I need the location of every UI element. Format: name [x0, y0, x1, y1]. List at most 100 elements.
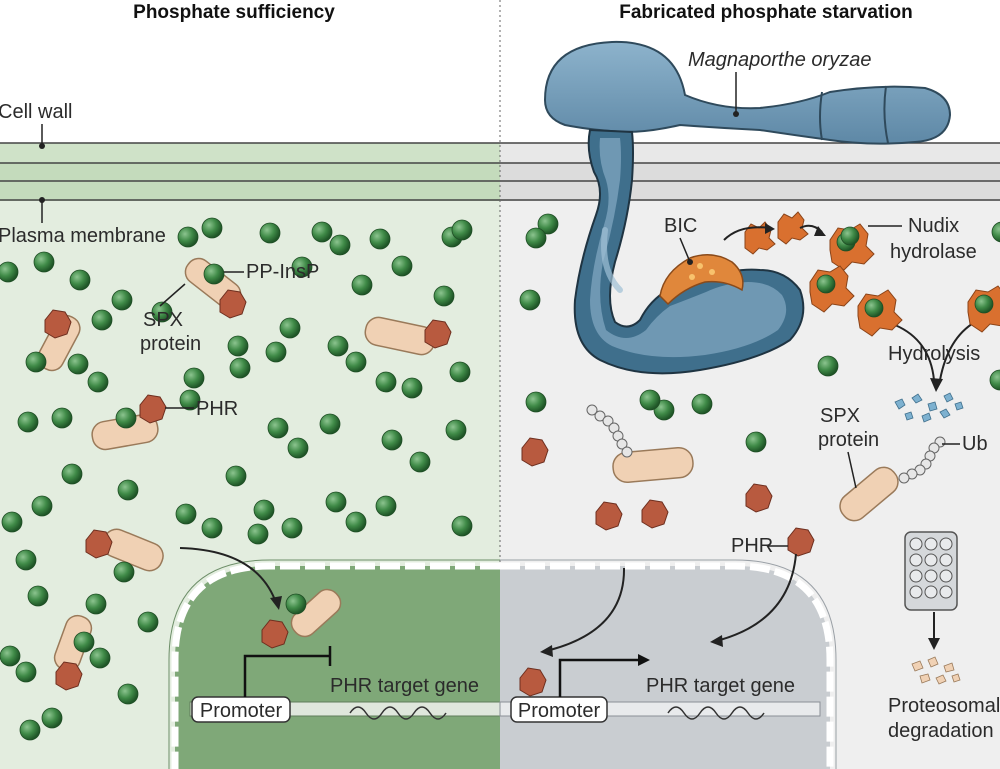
pp-insp-ball — [525, 391, 547, 413]
pp-insp-ball — [201, 217, 223, 239]
pp-insp-ball — [989, 369, 1000, 391]
pp-insp-ball — [17, 411, 39, 433]
left-nuclear-envelope — [171, 562, 500, 769]
bic-label: BIC — [664, 215, 697, 237]
pp-insp-ball — [381, 429, 403, 451]
pp-insp-ball — [87, 371, 109, 393]
ubiquitin-chain — [586, 404, 946, 484]
fungus-pointer-dot — [733, 111, 739, 117]
pp-insp-ball — [817, 355, 839, 377]
bic-structure — [659, 254, 744, 306]
pp-insp-ball — [27, 585, 49, 607]
cell-wall-label: Cell wall — [0, 101, 72, 123]
pp-insp-ball — [345, 351, 367, 373]
right-import-arrow-2 — [719, 553, 797, 641]
right-import-arrowhead-2 — [710, 635, 723, 647]
proteasomal-label-line2: degradation — [888, 720, 994, 742]
pp-insp-ball — [253, 499, 275, 521]
bic-dot — [709, 269, 715, 275]
pp-insp-ball — [67, 353, 89, 375]
left-panel-title: Phosphate sufficiency — [133, 2, 335, 23]
pp-insp-ball — [369, 228, 391, 250]
pp-insp-ball — [281, 517, 303, 539]
pp-insp-ball — [285, 593, 307, 615]
phr-right-label: PHR — [731, 535, 773, 557]
right-nucleus — [500, 566, 830, 769]
bic-dot — [689, 274, 695, 280]
left-cell-wall-band — [0, 143, 500, 163]
pp-insp-ball — [15, 549, 37, 571]
nudix-label-line1: Nudix — [908, 215, 959, 237]
spx-right-pointer — [847, 451, 857, 489]
right-nuclear-envelope — [500, 562, 834, 769]
spx-proteins — [37, 257, 899, 672]
pp-insp-ball — [691, 393, 713, 415]
nudix-label-line2: hydrolase — [890, 241, 977, 263]
plasma-membrane-pointer-dot — [39, 197, 45, 203]
pp-insp-ball — [137, 611, 159, 633]
pp-insp-ball — [401, 377, 423, 399]
right-activation-line — [558, 658, 640, 697]
spx-right-label-line2: protein — [818, 429, 879, 451]
right-import-arrowhead-1 — [540, 645, 553, 657]
pp-insp-ball — [227, 335, 249, 357]
ub-label: Ub — [962, 433, 988, 455]
pp-insp-ball — [51, 407, 73, 429]
cell-wall-pointer-dot — [39, 143, 45, 149]
right-activation-arrowhead — [638, 654, 650, 666]
pp-insp-ball — [745, 431, 767, 453]
pp-insp-ball — [351, 274, 373, 296]
left-target-gene-label: PHR target gene — [330, 675, 479, 697]
pp-insp-ball — [179, 389, 201, 411]
hydrolyzed-fragments — [894, 392, 964, 423]
pp-insp-ball — [265, 341, 287, 363]
pp-insp-ball — [329, 234, 351, 256]
phr-left-label: PHR — [196, 398, 238, 420]
proteasome — [904, 531, 958, 611]
pp-insp-ball — [0, 261, 19, 283]
hydrolysis-arrow-left — [894, 324, 935, 381]
pp-insp-molecules — [0, 213, 1000, 741]
spx-label-line2: protein — [140, 333, 201, 355]
pp-insp-ball — [287, 437, 309, 459]
pp-insp-bound-ball — [864, 298, 884, 318]
pp-insp-ball — [91, 309, 113, 331]
pp-insp-ball — [639, 389, 661, 411]
pp-insp-ball — [311, 221, 333, 243]
pp-insp-ball — [991, 221, 1000, 243]
pp-insp-ball — [15, 661, 37, 683]
pp-insp-bound-ball — [974, 294, 994, 314]
pp-insp-ball — [409, 451, 431, 473]
spx-right-label-line1: SPX — [820, 405, 860, 427]
phr-proteins — [44, 289, 815, 697]
pp-insp-ball — [537, 213, 559, 235]
left-nuclear-import-arrowhead — [270, 596, 282, 610]
pp-insp-ball — [391, 255, 413, 277]
pp-insp-ball — [525, 227, 547, 249]
pp-insp-ball — [319, 413, 341, 435]
pp-insp-ball — [451, 515, 473, 537]
pp-insp-ball — [325, 491, 347, 513]
pp-insp-ball — [203, 263, 225, 285]
degradation-arrowhead — [928, 638, 940, 650]
pp-insp-ball — [445, 419, 467, 441]
nudix-hydrolase-secreted — [777, 211, 809, 245]
pp-insp-ball — [175, 503, 197, 525]
bic-pointer — [679, 237, 691, 263]
pp-insp-ball — [259, 222, 281, 244]
pp-insp-ball — [41, 707, 63, 729]
pp-insp-ball — [449, 361, 471, 383]
pp-insp-ball — [327, 335, 349, 357]
right-gene-wave — [667, 706, 765, 720]
pp-insp-ball — [69, 269, 91, 291]
pp-insp-bound-ball — [816, 274, 836, 294]
secretion-arrowhead — [765, 223, 775, 234]
pp-insp-ball — [375, 495, 397, 517]
right-target-gene-label: PHR target gene — [646, 675, 795, 697]
pp-insp-ball — [267, 417, 289, 439]
pp-insp-ball — [201, 517, 223, 539]
pp-insp-ball — [433, 285, 455, 307]
right-nuclear-envelope-edge — [500, 559, 837, 769]
pp-insp-bound-ball — [840, 226, 860, 246]
